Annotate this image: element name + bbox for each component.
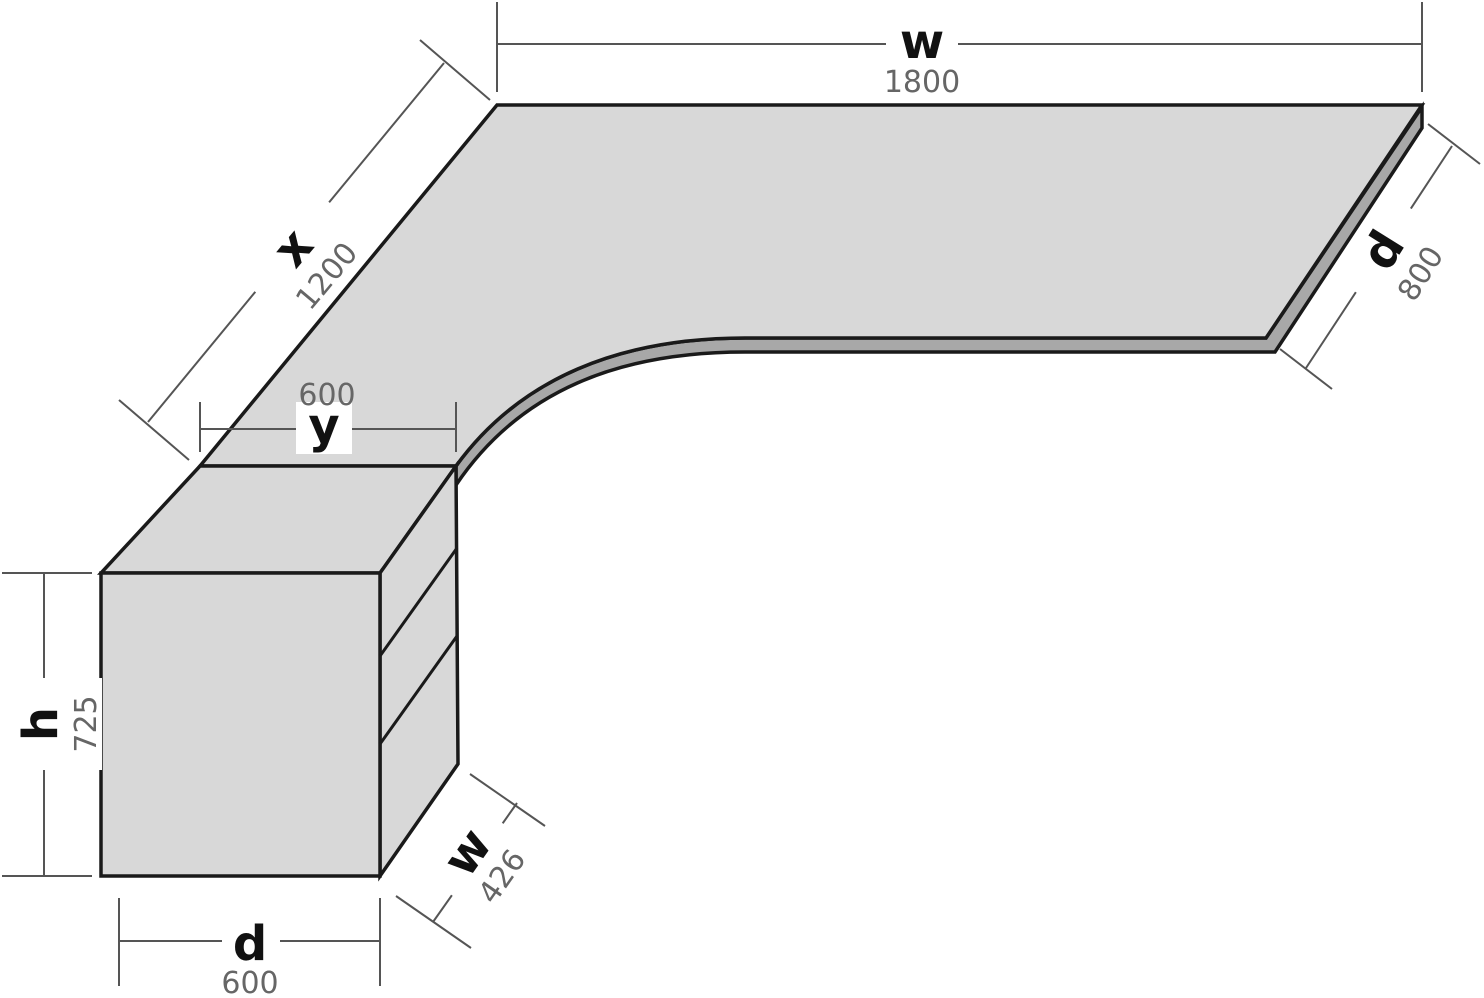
dimension-return-width: 600 y [199,378,457,454]
pedestal [96,460,460,882]
drawer-divider-1 [378,547,459,657]
dimension-top-width: w 1800 [496,2,1423,100]
drawer-divider-2 [378,635,459,745]
pedestal-height-value: 725 [69,695,104,752]
return-width-symbol: y [308,398,339,454]
pedestal-depth-value: 600 [221,966,278,998]
pedestal-depth-symbol: d [233,916,267,972]
return-width-value: 600 [298,378,355,413]
top-width-value: 1800 [884,65,960,100]
top-width-symbol: w [900,14,944,70]
desk-top-surface [196,103,1426,468]
pedestal-height-symbol: h [13,707,69,741]
dimension-pedestal-height: h 725 [2,572,104,877]
dimension-pedestal-depth: d 600 [118,898,381,998]
pedestal-front [99,571,382,878]
